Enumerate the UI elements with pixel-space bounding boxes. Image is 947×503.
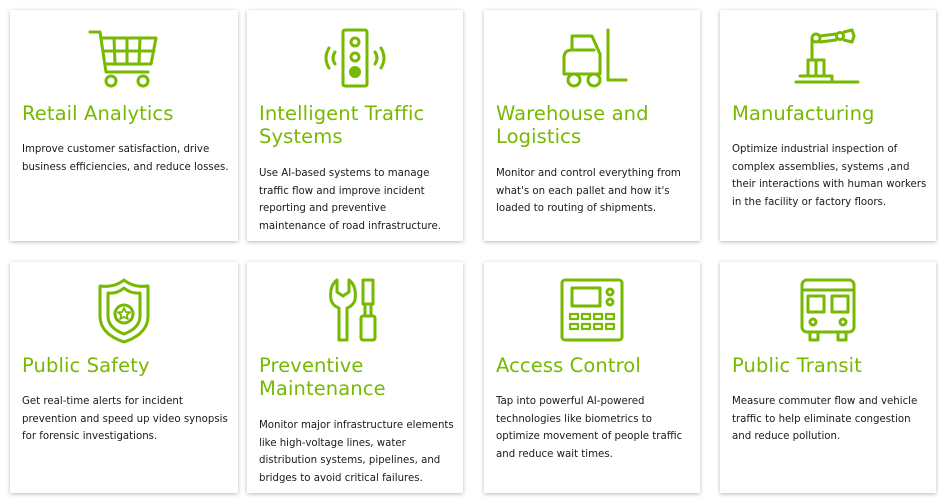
card-title: Access Control: [496, 354, 641, 377]
card-description: Monitor and control everything from what…: [496, 168, 681, 214]
card-title: Manufacturing: [732, 102, 875, 125]
card-title: Public Safety: [22, 354, 150, 377]
card-title: Intelligent Traffic Systems: [259, 102, 425, 148]
robotic-arm-icon: [720, 24, 936, 94]
card-access-control[interactable]: Access Control Tap into powerful AI-powe…: [484, 262, 700, 493]
forklift-icon: [484, 24, 700, 94]
card-intelligent-traffic-systems[interactable]: Intelligent Traffic Systems Use AI-based…: [247, 10, 463, 241]
card-public-safety[interactable]: Public Safety Get real-time alerts for i…: [10, 262, 238, 493]
card-description: Get real-time alerts for incident preven…: [22, 396, 228, 442]
bus-icon: [720, 276, 936, 346]
shopping-cart-icon: [10, 24, 238, 94]
card-description: Measure commuter flow and vehicle traffi…: [732, 396, 918, 442]
card-description: Tap into powerful AI-powered technologie…: [496, 396, 683, 460]
card-title: Warehouse and Logistics: [496, 102, 649, 148]
card-title: Public Transit: [732, 354, 862, 377]
keypad-icon: [484, 276, 700, 346]
card-description: Use AI-based systems to manage traffic f…: [259, 168, 441, 232]
police-badge-icon: [10, 276, 238, 346]
card-warehouse-and-logistics[interactable]: Warehouse and Logistics Monitor and cont…: [484, 10, 700, 241]
card-description: Optimize industrial inspection of comple…: [732, 144, 927, 208]
card-title: Retail Analytics: [22, 102, 174, 125]
card-retail-analytics[interactable]: Retail Analytics Improve customer satisf…: [10, 10, 238, 241]
card-title: Preventive Maintenance: [259, 354, 386, 400]
traffic-light-icon: [247, 24, 463, 94]
wrench-screwdriver-icon: [247, 276, 463, 346]
card-description: Monitor major infrastructure elements li…: [259, 420, 454, 484]
card-preventive-maintenance[interactable]: Preventive Maintenance Monitor major inf…: [247, 262, 463, 493]
card-description: Improve customer satisfaction, drive bus…: [22, 144, 229, 173]
card-public-transit[interactable]: Public Transit Measure commuter flow and…: [720, 262, 936, 493]
card-manufacturing[interactable]: Manufacturing Optimize industrial inspec…: [720, 10, 936, 241]
